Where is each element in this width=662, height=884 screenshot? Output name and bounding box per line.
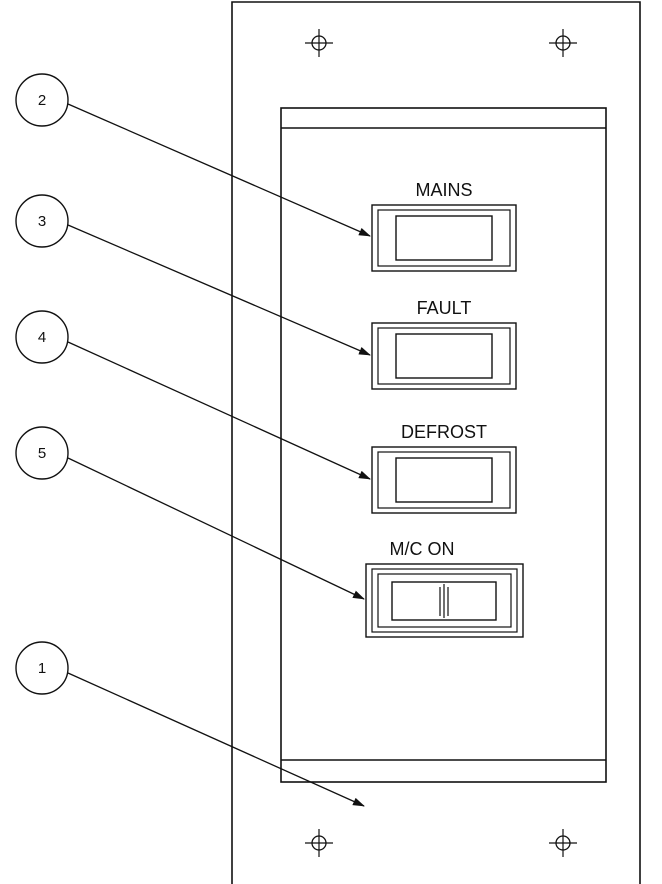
callout-2-number: 2	[38, 92, 46, 109]
mounting-hole-bottom-left	[305, 829, 333, 857]
callout-4-number: 4	[38, 329, 46, 346]
defrost-label: DEFROST	[401, 422, 487, 442]
callout-1	[15, 641, 365, 807]
mounting-hole-top-right	[549, 29, 577, 57]
inner-panel	[280, 107, 607, 783]
mounting-hole-bottom-right	[549, 829, 577, 857]
callout-1-number: 1	[38, 660, 46, 677]
mounting-plate	[231, 1, 641, 884]
mains-indicator	[371, 204, 517, 272]
mounting-hole-top-left	[305, 29, 333, 57]
callout-3-number: 3	[38, 213, 46, 230]
mc-on-label: M/C ON	[390, 539, 455, 559]
callout-3	[15, 194, 371, 356]
defrost-indicator	[371, 446, 517, 514]
callout-5-number: 5	[38, 445, 46, 462]
fault-indicator	[371, 322, 517, 390]
callout-2	[15, 73, 371, 237]
mains-label: MAINS	[415, 180, 472, 200]
callout-4	[15, 310, 371, 480]
mc-on-switch	[365, 563, 524, 638]
callout-5	[15, 426, 365, 600]
fault-label: FAULT	[417, 298, 472, 318]
